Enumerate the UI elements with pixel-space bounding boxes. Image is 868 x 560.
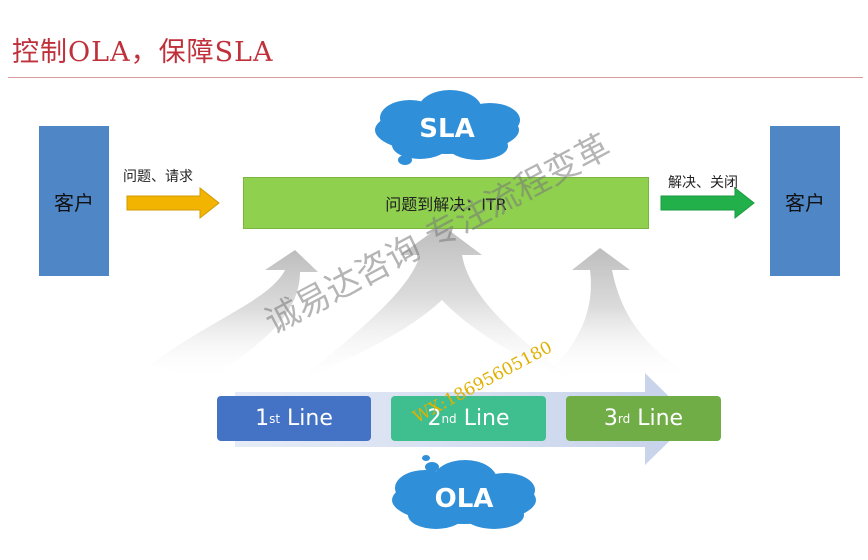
output-label: 解决、关闭	[668, 175, 738, 191]
third-line-text: Line	[637, 406, 684, 431]
first-line-sup: st	[269, 411, 281, 426]
second-line-text: Line	[463, 406, 510, 431]
first-line-num: 1	[255, 406, 270, 431]
first-line-text: Line	[287, 406, 333, 431]
second-line-sup: nd	[441, 411, 457, 426]
itr-process-box: 问题到解决：ITR	[243, 177, 649, 229]
customer-box-right: 客户	[770, 126, 840, 276]
second-line-num: 2	[427, 406, 442, 431]
output-arrow	[660, 186, 755, 220]
page-title: 控制OLA，保障SLA	[12, 37, 274, 68]
input-arrow	[126, 186, 220, 220]
ola-cloud	[392, 455, 536, 529]
customer-box-left: 客户	[39, 126, 109, 276]
escalation-arrow-left	[150, 250, 318, 380]
escalation-arrow-right	[540, 248, 690, 380]
ola-label: OLA	[434, 484, 494, 514]
itr-label: 问题到解决：ITR	[385, 195, 507, 214]
sla-cloud	[375, 90, 520, 165]
sla-label: SLA	[419, 114, 475, 144]
input-label: 问题、请求	[123, 169, 193, 185]
escalation-arrow-center	[300, 225, 580, 385]
title-divider	[8, 77, 863, 78]
third-line-sup: rd	[617, 411, 631, 426]
third-line-num: 3	[603, 406, 618, 431]
